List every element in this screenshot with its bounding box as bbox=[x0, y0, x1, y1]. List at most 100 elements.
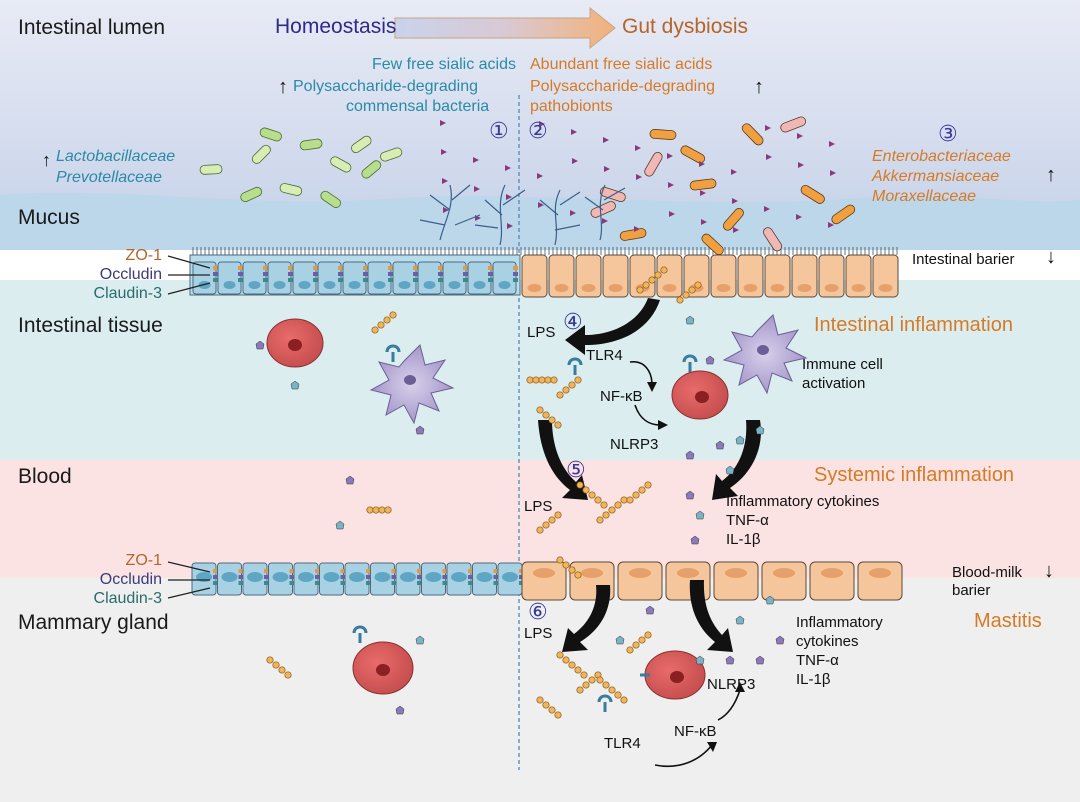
cell-nucleus bbox=[773, 568, 795, 578]
sialic-acid bbox=[441, 149, 447, 155]
cell-nucleus bbox=[323, 572, 340, 582]
lps-bead bbox=[574, 666, 582, 674]
mammary-inflamed-cell bbox=[521, 561, 567, 601]
pathobiont-bacterium bbox=[722, 208, 744, 231]
claudin-marker bbox=[388, 278, 393, 282]
lps-bead bbox=[538, 376, 546, 384]
gut-healthy-cell bbox=[467, 261, 492, 295]
lps-bead bbox=[688, 286, 696, 294]
zo1-marker bbox=[363, 266, 368, 270]
lps-bead bbox=[638, 636, 646, 644]
occludin-marker bbox=[213, 575, 218, 579]
right-sialic-label: Abundant free sialic acids bbox=[530, 56, 713, 73]
cell-nucleus bbox=[448, 281, 461, 289]
commensal-bacterium bbox=[330, 156, 352, 173]
cell-nucleus bbox=[743, 284, 758, 292]
lps-bead bbox=[596, 676, 604, 684]
cytokine-particle bbox=[345, 475, 355, 485]
cell-nucleus bbox=[533, 568, 555, 578]
cytokine-particle bbox=[415, 425, 425, 435]
lps-bead bbox=[266, 656, 274, 664]
lps-bead bbox=[544, 376, 552, 384]
tj-callouts-gut bbox=[167, 255, 211, 295]
cell-nucleus bbox=[878, 284, 893, 292]
claudin-marker bbox=[340, 581, 346, 585]
cell-nucleus bbox=[473, 281, 486, 289]
occludin-marker bbox=[213, 272, 218, 276]
cell-nucleus bbox=[554, 284, 569, 292]
sialic-acid bbox=[634, 226, 640, 232]
intestinal-epithelium bbox=[189, 247, 899, 298]
zo1-marker bbox=[338, 266, 343, 270]
cell-nucleus bbox=[398, 281, 411, 289]
lps-bead bbox=[378, 506, 386, 514]
commensal-bacterium bbox=[299, 138, 323, 151]
occludin-marker bbox=[313, 272, 318, 276]
gut-healthy-cell bbox=[392, 261, 417, 295]
cell-nucleus bbox=[662, 284, 677, 292]
zone-label-mammary: Mammary gland bbox=[18, 611, 169, 634]
cytokine-particle bbox=[735, 615, 745, 625]
left-degrading-label: Polysaccharide-degrading bbox=[293, 78, 478, 95]
gut-healthy-cell bbox=[217, 261, 242, 295]
left-up-arrow: ↑ bbox=[278, 76, 288, 98]
occludin-marker bbox=[417, 575, 422, 579]
mammary-inflamed-cell bbox=[809, 561, 855, 601]
cytokine-particle bbox=[735, 435, 745, 445]
cell-nucleus bbox=[373, 281, 386, 289]
cell-nucleus bbox=[770, 284, 785, 292]
tj-mammary-occludin: Occludin bbox=[99, 571, 162, 588]
cytokine-particle bbox=[695, 510, 705, 520]
mammary-inflamed-cell bbox=[617, 561, 663, 601]
blood-zone bbox=[0, 460, 1080, 578]
step-4: ④ bbox=[563, 310, 583, 335]
mammary-inflamed-cell bbox=[857, 561, 903, 601]
zo1-marker bbox=[413, 266, 418, 270]
lps-bead bbox=[576, 481, 584, 489]
claudin-marker bbox=[493, 581, 499, 585]
claudin-marker bbox=[391, 581, 397, 585]
gut-healthy-cell bbox=[242, 261, 267, 295]
zo1-marker bbox=[315, 569, 320, 573]
cytokine-particle bbox=[395, 705, 405, 715]
lps-bead bbox=[554, 421, 562, 429]
cell-nucleus bbox=[425, 572, 442, 582]
lps-bead bbox=[562, 561, 570, 569]
cell-nucleus bbox=[221, 572, 238, 582]
thin-arrowheads bbox=[647, 382, 745, 752]
zo1-marker bbox=[238, 266, 243, 270]
sialic-acid bbox=[732, 198, 738, 204]
occludin-marker bbox=[442, 575, 448, 579]
claudin-marker bbox=[238, 581, 244, 585]
claudin-marker bbox=[264, 581, 269, 585]
zo1-marker bbox=[288, 266, 293, 270]
cell-nucleus bbox=[608, 284, 623, 292]
tj-gut-zo1: ZO-1 bbox=[125, 247, 162, 264]
pathobiont-bacterium bbox=[831, 204, 856, 225]
cell-nucleus bbox=[247, 572, 263, 582]
commensal-bacterium bbox=[251, 144, 271, 164]
occludin-marker bbox=[488, 272, 493, 276]
blood-tnf-label: TNF-α bbox=[726, 512, 769, 529]
cytokine-particle bbox=[415, 635, 425, 645]
occludin-marker bbox=[468, 575, 473, 579]
lps-bead bbox=[548, 516, 556, 524]
cell-nucleus bbox=[581, 568, 603, 578]
mammary-cytokines-line1: Inflammatory bbox=[796, 614, 883, 631]
lps-bead bbox=[682, 291, 690, 299]
mucus-layer bbox=[0, 192, 1080, 250]
tj-callouts-mammary bbox=[167, 561, 211, 599]
zo1-marker bbox=[289, 569, 295, 573]
sialic-acid bbox=[473, 157, 479, 163]
step-2: ② bbox=[528, 119, 548, 144]
gut-lps-label: LPS bbox=[527, 324, 556, 341]
blood-il1-label: IL-1β bbox=[726, 531, 761, 548]
gut-tlr4-label: TLR4 bbox=[586, 347, 623, 364]
sialic-acid bbox=[699, 161, 705, 167]
gut-healthy-cell bbox=[267, 261, 292, 295]
intestinal-barrier-label: Intestinal barier bbox=[912, 251, 1015, 268]
blood-milk-barrier-label-1: Blood-milk bbox=[952, 564, 1023, 581]
sialic-acid bbox=[505, 165, 511, 171]
occludin-marker bbox=[366, 575, 371, 579]
